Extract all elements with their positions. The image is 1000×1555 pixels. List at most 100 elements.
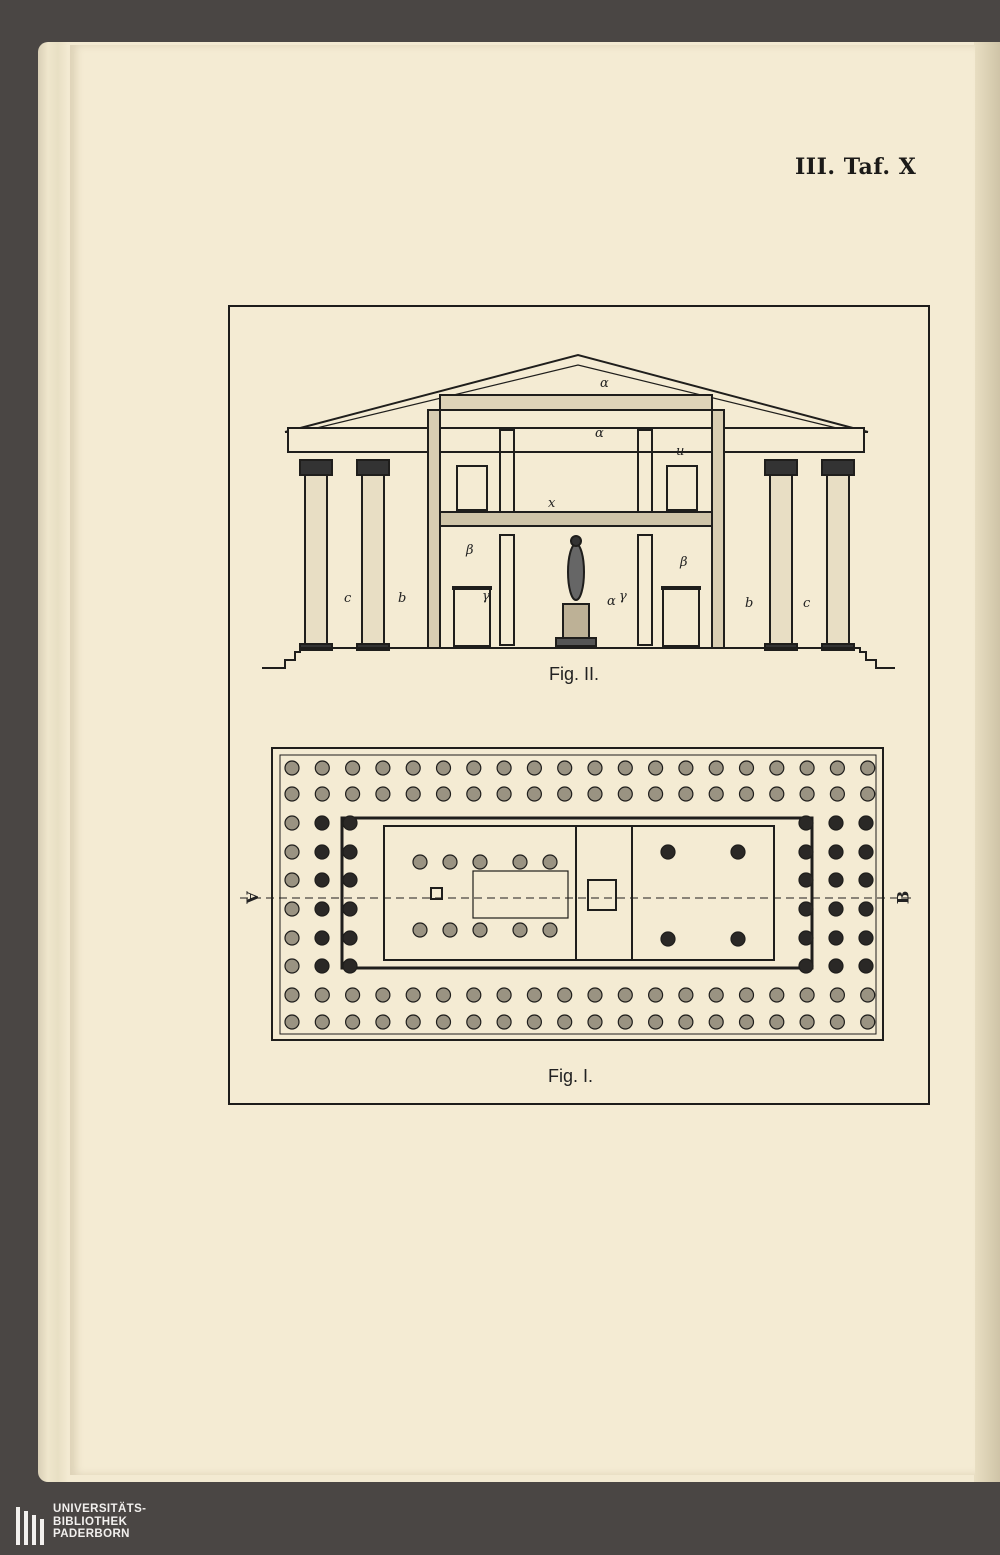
plan-column	[442, 854, 458, 870]
plan-column	[314, 1014, 330, 1030]
plan-column	[678, 1014, 694, 1030]
plan-column	[858, 815, 874, 831]
plan-column	[314, 760, 330, 776]
plan-column	[345, 987, 361, 1003]
plan-column	[678, 786, 694, 802]
book-page	[70, 45, 975, 1475]
plan-column	[678, 760, 694, 776]
plan-column	[345, 760, 361, 776]
plan-column	[314, 987, 330, 1003]
plan-column	[542, 854, 558, 870]
plan-column	[858, 958, 874, 974]
plan-column	[828, 901, 844, 917]
plan-column	[284, 987, 300, 1003]
plan-column	[405, 987, 421, 1003]
plan-column	[284, 958, 300, 974]
plan-column	[647, 760, 664, 776]
plan-column	[496, 987, 512, 1003]
plan-column	[769, 786, 785, 802]
svg-text:c: c	[344, 591, 352, 606]
plan-column	[829, 987, 846, 1003]
plan-column	[472, 922, 488, 938]
plan-column	[828, 815, 844, 831]
plan-column	[617, 1014, 633, 1030]
plan-column	[342, 958, 358, 974]
running-head: III. Taf. X	[795, 154, 917, 180]
plan-column	[342, 815, 358, 831]
plan-column	[284, 815, 300, 831]
plan-column	[678, 987, 694, 1003]
plan-column	[587, 786, 603, 802]
svg-text:α: α	[600, 376, 609, 391]
plan-column	[708, 987, 724, 1003]
svg-text:γ: γ	[619, 589, 627, 604]
facing-page-edge	[974, 42, 1000, 1482]
plan-column	[769, 987, 785, 1003]
plan-column	[466, 987, 482, 1003]
plan-column	[860, 786, 876, 802]
fig1-caption: Fig. I.	[548, 1066, 594, 1086]
svg-text:b: b	[398, 591, 406, 606]
plan-column	[647, 1014, 664, 1030]
plan-column	[828, 930, 844, 946]
plan-column	[828, 844, 844, 860]
plan-column	[342, 872, 358, 888]
plan-column	[412, 854, 428, 870]
svg-text:x: x	[548, 496, 556, 511]
plan-column	[557, 1014, 573, 1030]
plan-column	[314, 872, 330, 888]
plan-column	[284, 760, 300, 776]
plan-column	[769, 760, 785, 776]
plan-column	[798, 872, 814, 888]
section-label-b: B	[893, 890, 913, 905]
svg-text:γ: γ	[482, 589, 490, 604]
plan-column	[314, 958, 330, 974]
plan-column	[314, 901, 330, 917]
plan-column	[858, 872, 874, 888]
plan-column	[647, 987, 664, 1003]
plan-column	[512, 922, 528, 938]
plan-column	[342, 930, 358, 946]
plan-column	[858, 930, 874, 946]
plan-column	[526, 987, 543, 1003]
plan-column	[526, 786, 543, 802]
plan-column	[405, 786, 421, 802]
plan-column	[798, 844, 814, 860]
plan-column	[314, 815, 330, 831]
plan-column	[412, 922, 428, 938]
plan-column	[708, 1014, 724, 1030]
plan-column	[442, 922, 458, 938]
plan-column	[617, 987, 633, 1003]
plan-column	[496, 786, 512, 802]
plan-column	[284, 872, 300, 888]
plan-column	[828, 958, 844, 974]
footer-bar	[0, 1497, 1000, 1555]
library-logo-icon	[16, 1507, 44, 1545]
colonnade	[284, 760, 876, 1030]
plan-column	[617, 760, 633, 776]
plan-column	[730, 931, 746, 947]
svg-text:β: β	[679, 555, 688, 570]
plate-frame	[228, 305, 930, 1105]
plan-column	[738, 1014, 755, 1030]
plan-column	[557, 786, 573, 802]
plan-column	[472, 854, 488, 870]
plan-column	[860, 760, 876, 776]
plan-column	[858, 844, 874, 860]
plan-column	[405, 1014, 421, 1030]
plan-column	[660, 844, 676, 860]
plan-column	[284, 930, 300, 946]
plan-column	[512, 854, 528, 870]
plan-column	[738, 786, 755, 802]
plan-column	[829, 1014, 846, 1030]
plan-column	[375, 786, 391, 802]
plan-column	[435, 987, 452, 1003]
plan-column	[345, 1014, 361, 1030]
plan-column	[557, 987, 573, 1003]
plan-column	[587, 1014, 603, 1030]
plan-column	[798, 901, 814, 917]
plan-column	[375, 987, 391, 1003]
plan-column	[314, 786, 330, 802]
